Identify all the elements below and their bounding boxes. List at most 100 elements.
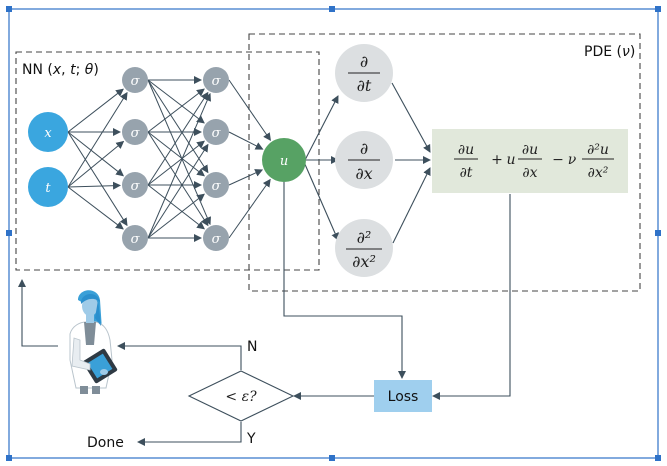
hidden-layer2-node-2: σ [203,172,229,198]
edge-input1-h1n2 [67,181,122,190]
derivative-dxx-numerator: ∂² [357,228,372,247]
pde-equation-box [432,129,628,193]
decision-yes-label: Y [246,431,256,447]
doctor-icon [69,290,118,394]
edge-h1n1-h2n2 [147,131,205,177]
network-nodes: x t σ σ σ σ σ σ σ σ u [28,67,306,251]
hidden-layer2-node-3-circle [203,225,229,251]
edge-h1n0-h2n2 [147,79,209,174]
edge-h1n0-h2n1 [147,79,205,124]
derivative-dt: ∂ ∂t [335,44,393,102]
edge-h1n2-h2n1 [147,140,205,186]
edge-input1-h1n1 [67,140,125,188]
resize-handle-bottom-left[interactable] [6,455,12,461]
hidden-layer1-node-3-label: σ [131,232,141,247]
edge-input1-h1n0 [67,91,128,188]
eq-term1-numerator: ∂u [458,142,474,158]
arrow-dt-to-equation [391,82,431,153]
loss-node: Loss [374,380,432,412]
input-node-t-circle [28,167,68,207]
eq-term3-denominator: ∂x² [588,165,609,181]
edge-input1-h1n3 [67,186,124,230]
derivative-dxx: ∂² ∂x² [335,219,393,277]
eq-term3-numerator: ∂²u [587,142,609,158]
selection-frame[interactable] [8,8,659,459]
hidden-layer1-node-2-label: σ [131,179,141,194]
network-edges [67,76,271,242]
output-node-u-label: u [280,154,288,169]
edge-input0-h1n3 [67,131,128,227]
hidden-layer1-node-2-circle [122,172,148,198]
derivative-dx-denominator: ∂x [355,164,372,183]
arrow-decision-yes-to-done [137,422,242,446]
edge-h1n2-h2n3 [147,184,205,230]
hidden-layer2-node-1-circle [203,119,229,145]
hidden-layer1-node-0-circle [122,67,148,93]
resize-handle-middle-right[interactable] [655,230,661,236]
hidden-layer1-node-1-label: σ [131,126,141,141]
loss-label: Loss [388,389,419,405]
hidden-layer2-node-2-circle [203,172,229,198]
resize-handle-top-right[interactable] [655,6,661,12]
hidden-layer1-node-0: σ [122,67,148,93]
input-node-x-circle [28,112,68,152]
derivative-dt-numerator: ∂ [360,52,368,71]
edge-h2n0-output [228,79,271,142]
hidden-layer1-node-1-circle [122,119,148,145]
arrow-equation-to-loss [432,194,511,400]
eq-plus: + [491,152,503,168]
arrow-dxx-to-equation [392,167,431,244]
eq-term2-numerator: ∂u [522,142,538,158]
resize-handle-top-left[interactable] [6,6,12,12]
nn-box [15,51,320,271]
decision-node: < ε? N Y [187,339,295,447]
edge-h2n2-output [228,169,264,186]
arrow-u-to-loss [283,182,406,379]
edge-h1n3-h2n2 [147,193,205,239]
edge-h2n3-output [228,178,271,239]
derivative-dx-numerator: ∂ [360,139,368,158]
hidden-layer2-node-0-circle [203,67,229,93]
hidden-layer1-node-2: σ [122,172,148,198]
resize-handle-top-center[interactable] [329,6,335,12]
pde-box [248,33,641,292]
arrow-doctor-to-nn [18,279,58,347]
hidden-layer2-node-0-label: σ [212,74,222,89]
arrow-decision-no-to-doctor [117,342,242,370]
derivative-dt-denominator: ∂t [357,76,372,95]
edge-h1n0-h2n3 [147,79,211,226]
hidden-layer1-node-1: σ [122,119,148,145]
derivative-dx: ∂ ∂x [335,131,393,189]
hidden-layer1-node-3: σ [122,225,148,251]
hidden-layer1-node-3-circle [122,225,148,251]
output-node-u-circle [262,138,306,182]
arrow-u-to-dt [303,95,339,163]
hidden-layer2-node-1-label: σ [212,126,222,141]
edge-h1n1-h2n0 [147,88,205,133]
decision-label: < ε? [225,389,257,405]
eq-minus: − [552,152,564,168]
resize-handle-middle-left[interactable] [6,230,12,236]
hidden-layer2-node-3-label: σ [212,232,222,247]
loss-box [374,380,432,412]
hidden-layer2-node-3: σ [203,225,229,251]
hidden-layer2-node-1: σ [203,119,229,145]
edge-input0-h1n0 [67,88,124,133]
derivative-dxx-circle [335,219,393,277]
output-node-u: u [262,138,306,182]
resize-handle-bottom-center[interactable] [329,455,335,461]
pde-equation: ∂u ∂t + u ∂u ∂x − ν ∂²u ∂x² [432,129,628,193]
hidden-layer1-node-0-label: σ [131,74,141,89]
edge-h1n2-h2n0 [147,91,209,186]
hidden-layer2-node-0: σ [203,67,229,93]
resize-handle-bottom-right[interactable] [655,455,661,461]
input-node-t-label: t [45,181,51,196]
eq-nu: ν [568,152,577,168]
nn-box-label: NN (x, t; θ) [22,62,99,78]
pde-box-label: PDE (ν) [584,44,635,60]
input-node-x: x [28,112,68,152]
input-node-t: t [28,167,68,207]
edge-h1n3-h2n0 [147,92,211,239]
